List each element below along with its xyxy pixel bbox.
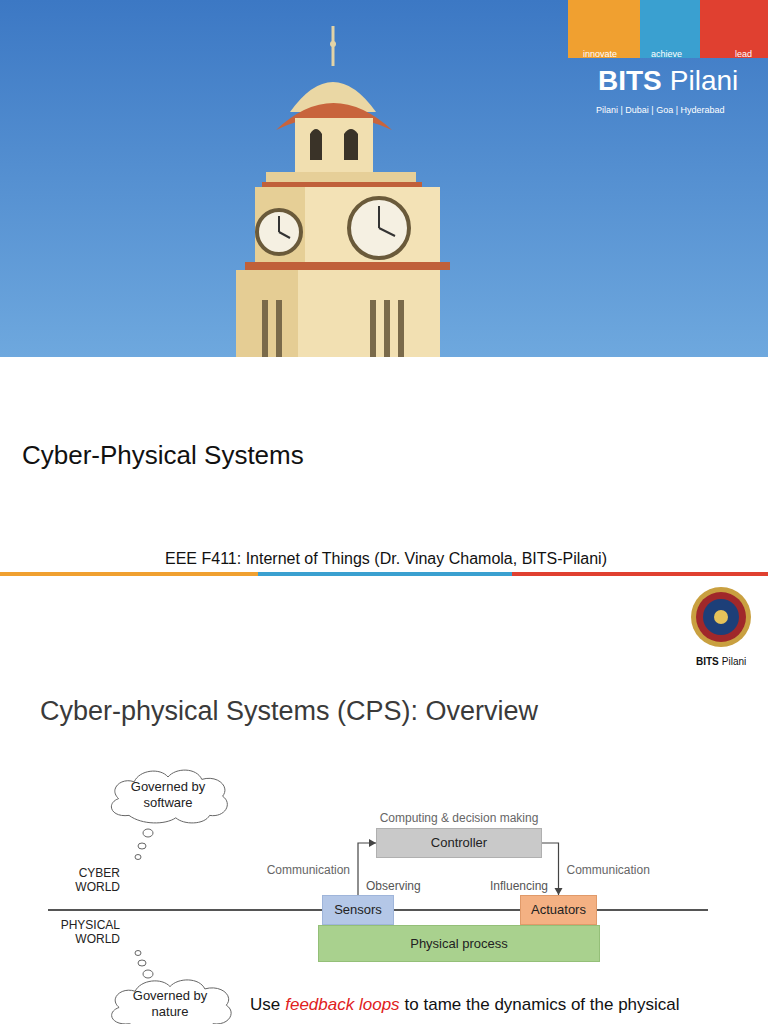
tower-window [398,300,404,357]
clock-hand [278,216,280,232]
world-label: CYBER WORLD [46,866,120,895]
heading-holder: Computing & decision making [380,808,539,826]
node-text: Governed by software [126,779,210,810]
arrow-head [555,888,563,895]
thought-bubble [135,951,141,956]
tower-window [370,300,376,357]
title-holder: Cyber-physical Systems (CPS): Overview [40,696,538,727]
thought-bubbles [135,829,153,978]
thought-cloud: Governed by nature [103,975,237,1024]
thought-bubble [138,960,146,966]
label-holder: Observing [366,876,421,894]
tower-cupola [295,118,373,176]
brand-name: Pilani [722,656,746,668]
controller-box: Computing & decision makingController [376,828,542,858]
logo-block [700,0,768,58]
tower-trim [245,262,450,270]
label-holder: CYBER WORLD [46,866,120,895]
node-heading: Computing & decision making [380,811,539,825]
cover-title: Cyber-Physical Systems [22,440,304,471]
edge-label-holder: Communication [265,860,352,878]
tower-window [344,129,358,160]
slide-title: Cyber-physical Systems (CPS): Overview [40,696,538,726]
thought-bubble [143,970,153,978]
logo-word: lead [735,49,752,60]
label-holder: EEE F411: Internet of Things (Dr. Vinay … [165,549,607,568]
node-text: Sensors [334,902,382,918]
tower-window [384,300,390,357]
tower-window [276,300,282,357]
label-holder: innovate [583,43,617,61]
tower-body [236,270,298,357]
logo-word: achieve [651,49,682,60]
clock-tower [236,26,450,357]
label-holder: PHYSICAL WORLD [46,918,120,947]
edge-label: Communication [265,863,352,877]
label-holder: BITSPilani [696,651,746,669]
flow-note: Influencing [490,879,548,893]
brand-name: BITS [598,64,662,98]
label-holder: Pilani | Dubai | Goa | Hyderabad [596,99,725,117]
edge-label-holder: Communication [565,860,652,878]
course-line: EEE F411: Internet of Things (Dr. Vinay … [165,549,607,568]
tower-face [255,187,305,265]
clock-hand [279,232,290,238]
tower-face [305,187,440,265]
tower-window [262,300,268,357]
world-label: PHYSICAL WORLD [46,918,120,947]
tower-spire [330,41,336,47]
thought-bubble [143,829,153,837]
sky-background [0,0,768,357]
body-text: feedback loops [285,995,399,1015]
body-text: Use [250,995,280,1015]
thought-bubble [138,843,146,849]
tower-window [310,129,322,160]
clock-hand [378,206,380,228]
clock-hand [379,228,395,236]
emblem-ring [691,587,751,647]
label-holder: Usefeedback loops to tame the dynamics of… [250,995,680,1015]
node-text: Governed by nature [128,988,212,1019]
thought-bubble [135,855,141,860]
cloud-shape [111,770,227,823]
tower-trim [262,182,422,187]
emblem-ring [696,592,746,642]
cloud-shape [112,980,232,1024]
flow-note: Observing [366,879,421,893]
node-text: Physical process [410,936,508,952]
campus-list: Pilani | Dubai | Goa | Hyderabad [596,105,725,116]
thought-cloud: Governed by software [103,765,233,825]
label-holder: lead [735,43,752,61]
logo-word: innovate [583,49,617,60]
label-holder: BITSPilani [598,64,738,98]
brand-name: BITS [696,656,719,668]
emblem-center [703,599,739,635]
process-band: Physical process [318,925,600,962]
clock-face [349,198,409,258]
label-holder: achieve [651,43,682,61]
arrow-head [369,839,376,847]
actuator-box: Actuators [520,895,597,925]
label-holder: Influencing [490,876,548,894]
sensor-box: Sensors [322,895,394,925]
color-rule [0,572,768,576]
tower-body [298,270,440,357]
node-text: Actuators [531,902,586,918]
emblem-center [714,610,728,624]
bits-emblem [691,587,751,647]
rule-segment [512,572,768,576]
rule-segment [0,572,258,576]
brand-name: Pilani [670,64,738,98]
edge-label: Communication [565,863,652,877]
node-text: Controller [431,835,487,851]
clock-face [257,210,301,254]
body-text: to tame the dynamics of the physical [405,995,680,1015]
rule-segment [258,572,512,576]
label-holder: Cyber-Physical Systems [22,440,304,471]
